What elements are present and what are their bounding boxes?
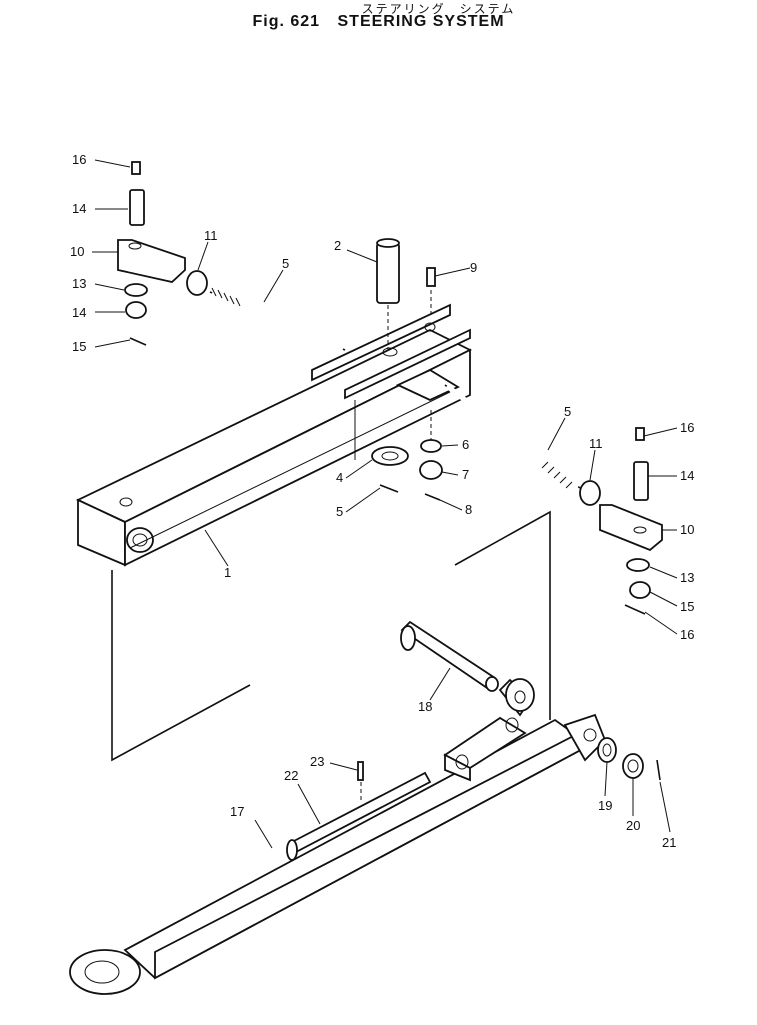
callout-12: 14 <box>72 201 86 216</box>
center-hardware <box>371 410 443 501</box>
callout-13: 13 <box>72 276 86 291</box>
callout-2: 2 <box>334 238 341 253</box>
callout-5: 5 <box>282 256 289 271</box>
tie-rod-left <box>209 287 346 352</box>
callout-5b: 5 <box>564 404 571 419</box>
tie-rod-right <box>444 384 581 489</box>
callout-4: 5 <box>336 504 343 519</box>
callout-6: 6 <box>462 437 469 452</box>
callout-9: 9 <box>470 260 477 275</box>
figure-number: Fig. 621 <box>252 13 321 30</box>
right-clevis-assembly <box>579 427 663 615</box>
figure-title: Fig. 621 STEERING SYSTEM <box>0 13 757 31</box>
callout-14: 14 <box>72 305 86 320</box>
left-clevis-assembly <box>117 161 208 346</box>
rod-part-22 <box>286 761 432 861</box>
callout-11b: 11 <box>589 436 603 451</box>
callout-16: 16 <box>72 152 86 167</box>
drawbar-hardware <box>597 737 661 781</box>
pin-part-18 <box>400 620 499 692</box>
callout-22: 22 <box>284 768 298 783</box>
callout-17: 17 <box>230 804 244 819</box>
callout-21: 21 <box>662 835 676 850</box>
callout-3: 4 <box>336 470 343 485</box>
callout-15: 15 <box>72 339 86 354</box>
callout-10: 10 <box>70 244 84 259</box>
callout-13b: 13 <box>680 570 694 585</box>
callout-16b: 16 <box>680 420 694 435</box>
callout-23: 23 <box>310 754 324 769</box>
callout-labels: 16 14 10 11 13 14 15 5 2 9 5 11 16 14 10… <box>70 152 694 850</box>
callout-19: 19 <box>598 798 612 813</box>
callout-1: 1 <box>224 565 231 580</box>
callout-11: 11 <box>204 228 218 243</box>
leader-lines <box>92 159 678 849</box>
callout-14b: 15 <box>680 599 694 614</box>
callout-18: 18 <box>418 699 432 714</box>
callout-12b: 14 <box>680 468 694 483</box>
top-plates <box>311 303 471 401</box>
callout-20: 20 <box>626 818 640 833</box>
drawbar <box>69 678 607 995</box>
frame-outline <box>111 510 551 762</box>
callout-7: 7 <box>462 467 469 482</box>
grease-fitting-part-9 <box>426 267 436 318</box>
pin-part-2 <box>376 238 400 350</box>
callout-10b: 10 <box>680 522 694 537</box>
figure-name: STEERING SYSTEM <box>337 13 505 30</box>
japanese-title: ステアリング システム <box>361 2 516 16</box>
callout-8: 8 <box>465 502 472 517</box>
callout-15b: 16 <box>680 627 694 642</box>
